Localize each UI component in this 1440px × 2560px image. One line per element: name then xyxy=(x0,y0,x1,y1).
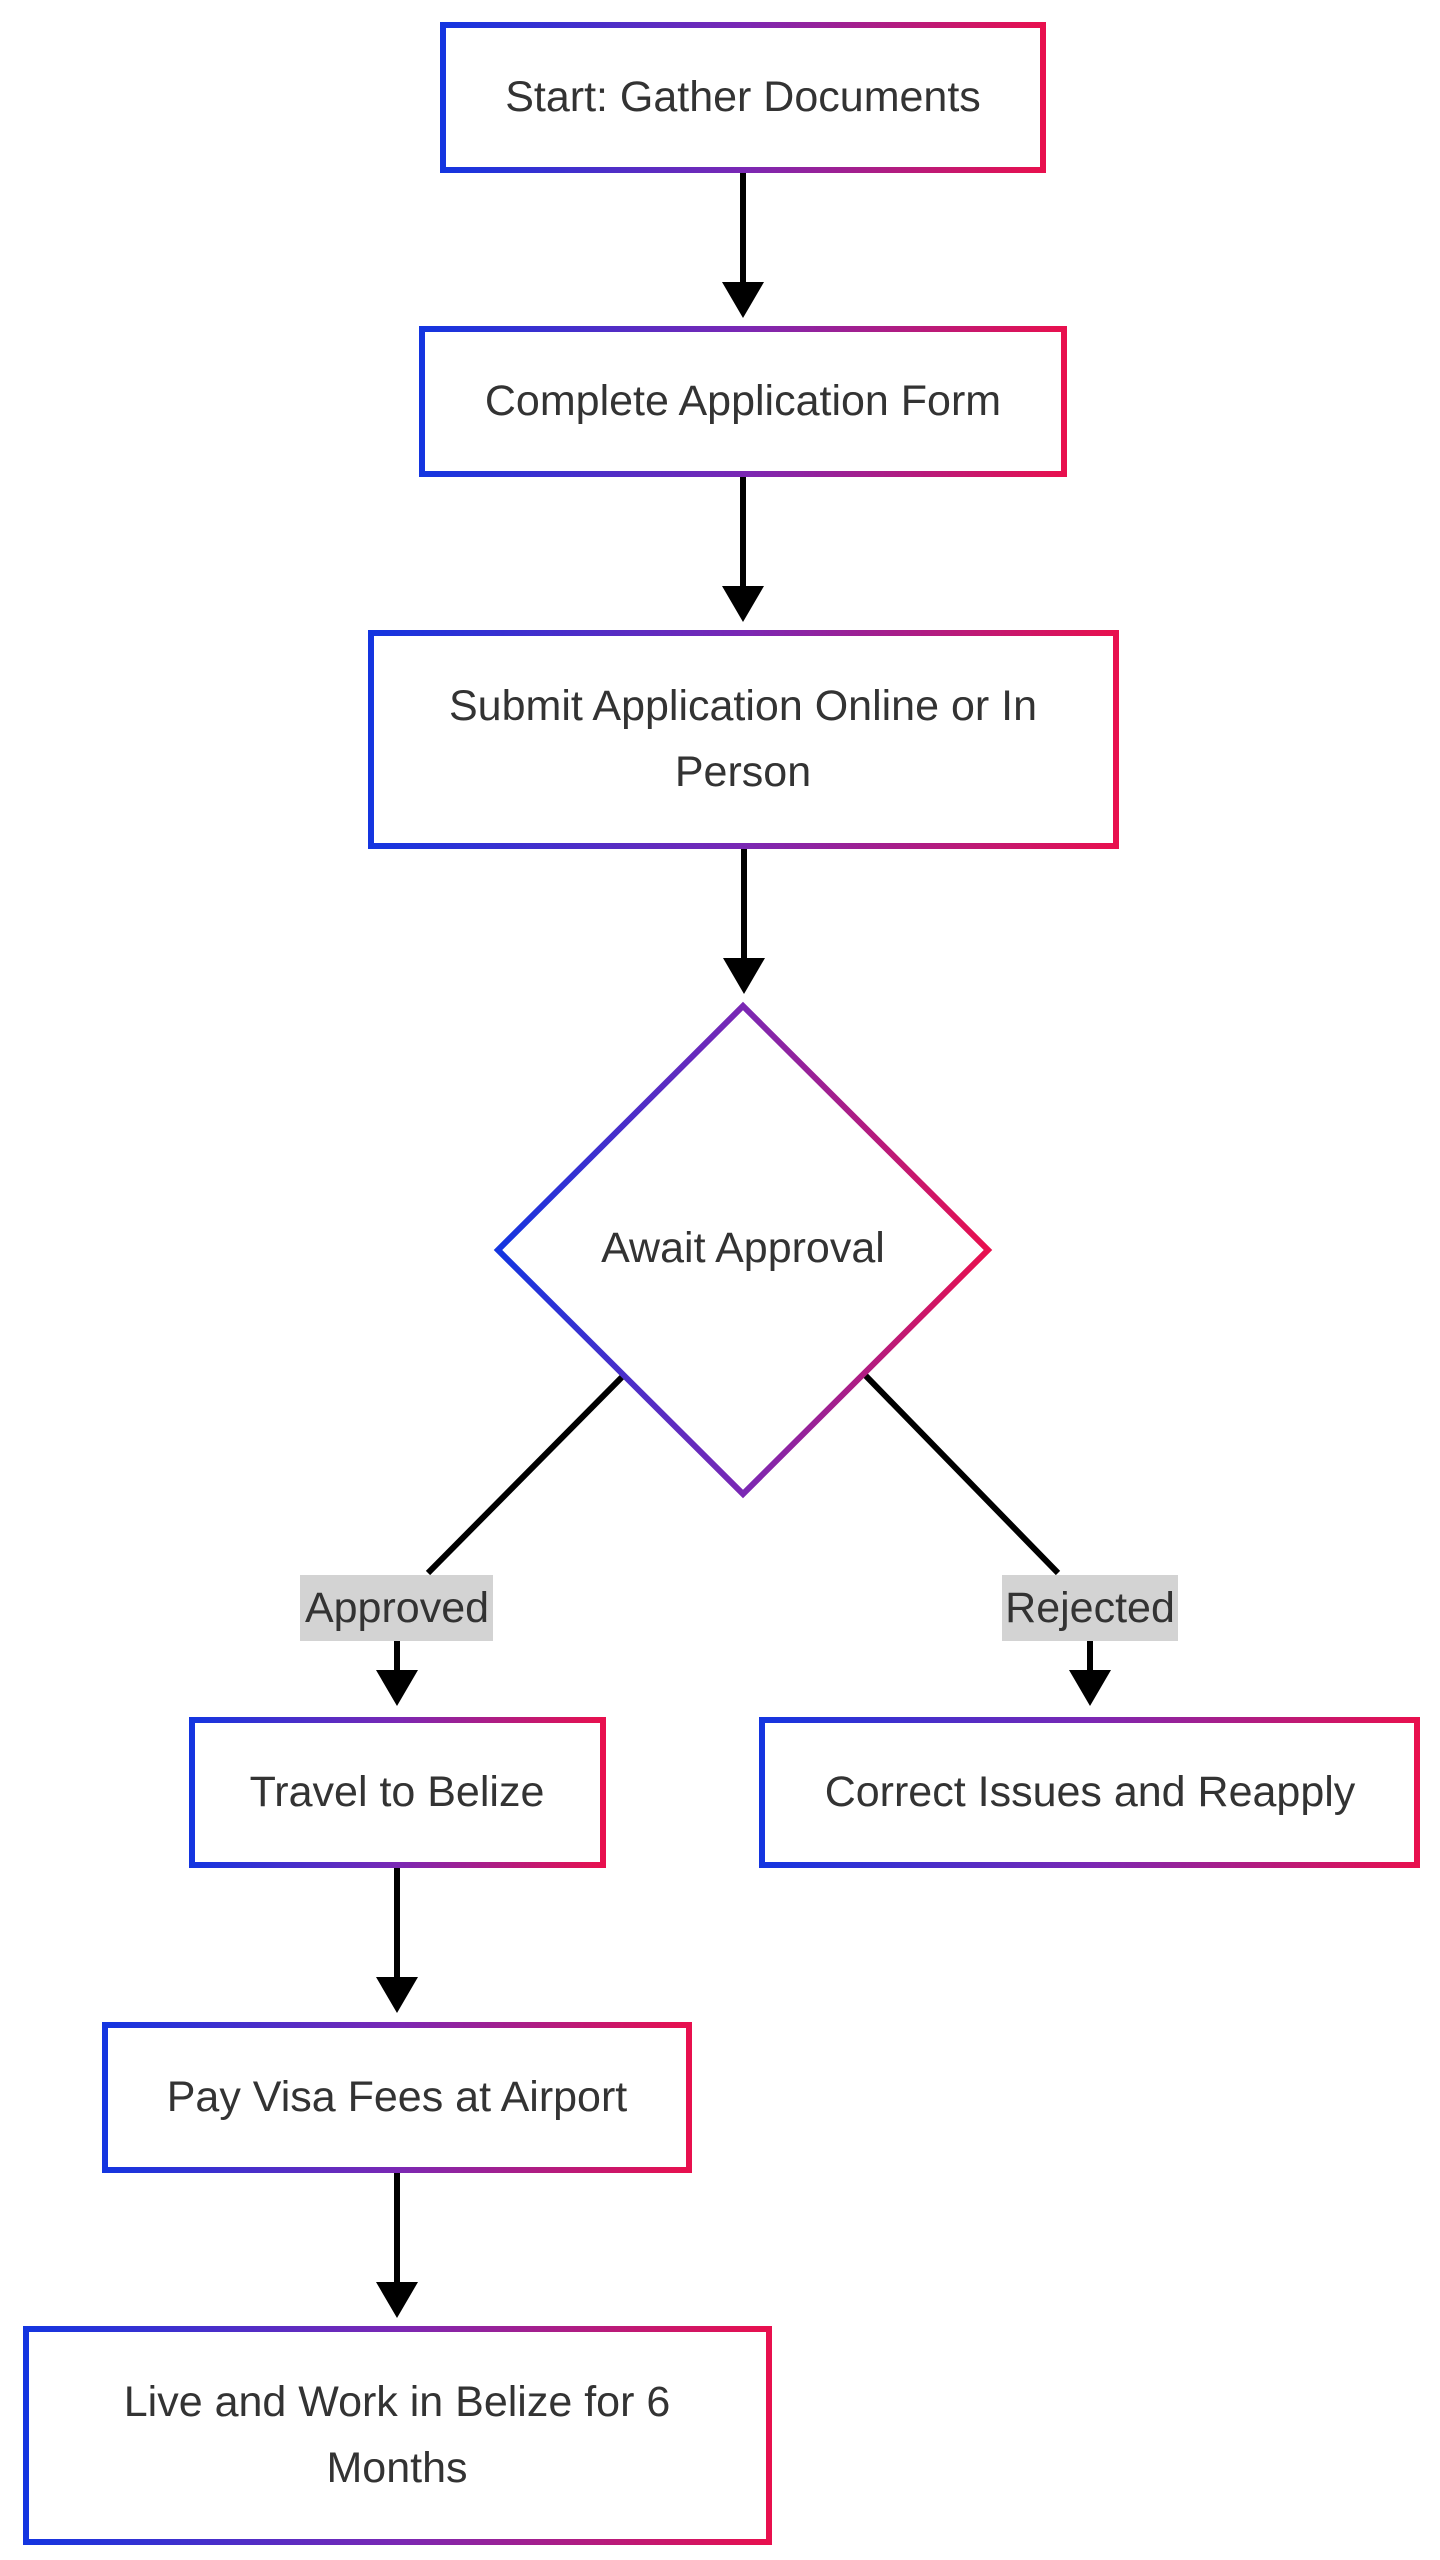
node-submit: Submit Application Online or In Person xyxy=(368,630,1119,849)
node-correct: Correct Issues and Reapply xyxy=(759,1717,1420,1868)
edge-label-approved-text: Approved xyxy=(305,1584,489,1632)
node-live-label-line-2: Months xyxy=(326,2444,467,2492)
node-form-label: Complete Application Form xyxy=(485,377,1001,425)
node-submit-box xyxy=(368,630,1119,849)
node-submit-label-line-2: Person xyxy=(675,748,811,796)
node-approval: Await Approval xyxy=(493,1001,993,1499)
node-live: Live and Work in Belize for 6 Months xyxy=(23,2326,772,2545)
node-approval-diamond xyxy=(493,1001,993,1499)
edge-label-rejected-bg xyxy=(1002,1575,1178,1641)
edge-label-approved-bg xyxy=(300,1575,493,1641)
edges xyxy=(376,171,1111,2318)
node-form-box xyxy=(419,326,1067,477)
node-start-box xyxy=(440,22,1046,173)
node-submit-label-line-1: Submit Application Online or In xyxy=(449,682,1037,730)
node-start-label: Start: Gather Documents xyxy=(505,73,981,121)
edge-label-rejected-text: Rejected xyxy=(1005,1584,1175,1632)
edge-approval-to-travel xyxy=(425,1372,627,1576)
edge-label-approved: Approved xyxy=(300,1575,493,1641)
edge-approval-to-correct xyxy=(862,1372,1061,1576)
node-pay: Pay Visa Fees at Airport xyxy=(102,2022,692,2173)
arrowhead-approval xyxy=(723,958,765,994)
node-correct-label: Correct Issues and Reapply xyxy=(825,1768,1356,1816)
node-pay-box xyxy=(102,2022,692,2173)
node-live-label-line-1: Live and Work in Belize for 6 xyxy=(124,2378,671,2426)
arrowhead-form xyxy=(722,282,764,318)
node-form: Complete Application Form xyxy=(419,326,1067,477)
arrowhead-submit xyxy=(722,586,764,622)
edge-label-rejected: Rejected xyxy=(1002,1575,1178,1641)
node-start: Start: Gather Documents xyxy=(440,22,1046,173)
arrowhead-pay xyxy=(376,1977,418,2013)
arrowhead-correct xyxy=(1069,1670,1111,1706)
node-live-box xyxy=(23,2326,772,2545)
node-pay-label: Pay Visa Fees at Airport xyxy=(167,2073,628,2121)
node-travel-label: Travel to Belize xyxy=(250,1768,545,1816)
arrowhead-live xyxy=(376,2282,418,2318)
node-travel: Travel to Belize xyxy=(189,1717,606,1868)
node-correct-box xyxy=(759,1717,1420,1868)
node-approval-label: Await Approval xyxy=(601,1224,885,1272)
arrowhead-travel xyxy=(376,1670,418,1706)
node-travel-box xyxy=(189,1717,606,1868)
